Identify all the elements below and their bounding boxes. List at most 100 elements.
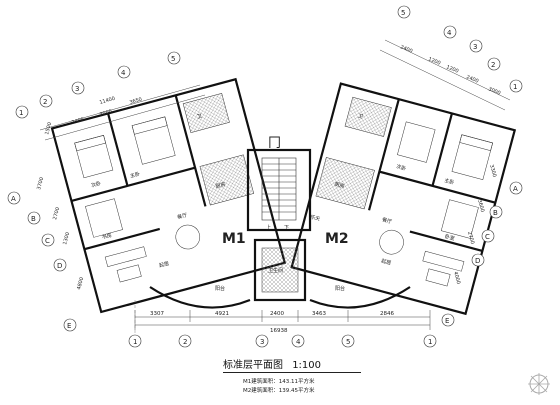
room-label: 厨房 xyxy=(334,181,345,190)
left-side-dims: 3700 2700 1300 4800 xyxy=(36,177,85,291)
bed-icon xyxy=(397,121,436,163)
axis-label: 1 xyxy=(133,338,137,346)
dimension-label: 2400 xyxy=(399,44,413,54)
right-axis-bubbles: A B C D E xyxy=(441,181,523,327)
left-balcony-wall xyxy=(149,286,251,309)
dimension-label: 2400 xyxy=(71,117,85,126)
bed-icon xyxy=(85,198,123,238)
top-left-dims: 11400 3650 3000 2400 1500 xyxy=(39,84,206,141)
dimension-label: 3600 xyxy=(476,199,485,213)
area-m2: M2建筑面积：139.45平方米 xyxy=(243,388,315,394)
dimension-label: 3000 xyxy=(487,86,501,96)
axis-bubble xyxy=(291,334,305,348)
top-right-axis-bubbles: 5 4 3 2 1 xyxy=(397,5,523,93)
room-label: 次卧 xyxy=(395,163,406,172)
axis-label: 5 xyxy=(171,55,175,63)
scale-text: 1:100 xyxy=(292,360,322,371)
axis-label: 1 xyxy=(19,109,23,117)
dimension-label: 1500 xyxy=(44,122,53,136)
left-partition-4 xyxy=(84,227,161,251)
dimension-label: 3650 xyxy=(129,97,143,106)
room-label: 次卧 xyxy=(90,180,101,189)
left-axis-bubbles: A B C D E xyxy=(7,191,77,332)
coffee-table-icon xyxy=(425,268,451,287)
dimension-label: 4000 xyxy=(452,271,461,285)
axis-label: 5 xyxy=(346,338,350,346)
center-core: 上 下 冂 卫生间 xyxy=(246,136,312,302)
axis-label: 1 xyxy=(513,83,517,91)
room-label: 卧室 xyxy=(444,233,455,242)
axis-bubble xyxy=(255,334,269,348)
stair-up-label: 上 xyxy=(266,224,271,231)
title-text: 标准层平面图 xyxy=(223,360,283,371)
dimension-label: 3000 xyxy=(99,109,113,118)
room-label: 阳台 xyxy=(215,285,225,292)
lower-core-wall xyxy=(253,238,307,302)
dimension-label: 2700 xyxy=(52,207,61,221)
pillow-icon xyxy=(459,134,493,152)
right-partition-3 xyxy=(367,98,400,211)
unit-label-m2: M2 xyxy=(325,231,349,247)
axis-label: C xyxy=(45,237,50,245)
kitchen-tile xyxy=(315,157,375,210)
axis-label: A xyxy=(11,195,16,203)
left-partition-2 xyxy=(107,113,129,187)
dining-table-icon xyxy=(379,229,404,255)
axis-label: 5 xyxy=(401,9,405,17)
room-label: 阳台 xyxy=(335,285,345,292)
dimension-label: 3700 xyxy=(36,177,45,191)
room-label: 卫生间 xyxy=(268,267,283,274)
toilet-tile xyxy=(261,247,299,293)
watermark-logo xyxy=(528,373,550,395)
room-label: 乐天 xyxy=(309,213,320,222)
dimension-label: 11400 xyxy=(99,96,116,106)
right-partition-2 xyxy=(431,113,453,187)
right-wing: 主卧 次卧 卧室 起居 餐厅 厨房 卫 乐天 xyxy=(290,82,517,316)
pillow-icon xyxy=(74,135,106,152)
top-left-axis-bubbles: 1 2 3 4 5 xyxy=(15,51,181,119)
axis-label: A xyxy=(513,185,518,193)
room-label: 卫 xyxy=(196,113,202,120)
stair-core-wall xyxy=(246,148,312,232)
sofa-icon xyxy=(422,250,465,272)
axis-label: E xyxy=(445,317,449,325)
left-partition-1 xyxy=(71,166,196,202)
room-label: 卫 xyxy=(357,113,363,120)
room-label: 主卧 xyxy=(443,177,454,186)
axis-label: 4 xyxy=(447,29,452,37)
axis-label: 3 xyxy=(75,85,79,93)
dimension-label: 3307 xyxy=(150,311,164,317)
pillow-icon xyxy=(131,116,168,135)
axis-label: 2 xyxy=(183,338,187,346)
stair-down-label: 下 xyxy=(284,225,289,231)
dimension-label: 4921 xyxy=(215,311,229,317)
axis-label: 2 xyxy=(491,61,495,69)
axis-label: 3 xyxy=(473,43,477,51)
right-partition-1 xyxy=(379,170,496,204)
bath-tile xyxy=(344,96,392,137)
bed-icon xyxy=(440,199,479,239)
bottom-axis-bubbles: 1 2 3 4 5 1 xyxy=(128,300,437,348)
dimension-label: 1300 xyxy=(62,232,71,246)
axis-bubble xyxy=(341,334,355,348)
dimension-label: 2400 xyxy=(465,74,479,84)
right-side-dims: 3300 3600 2700 4000 xyxy=(452,164,497,285)
room-label: 起居 xyxy=(381,258,392,266)
axis-label: 4 xyxy=(121,69,126,77)
stair-mark: 冂 xyxy=(268,136,281,151)
axis-label: C xyxy=(485,233,490,241)
bottom-dimension-chain: 3307 4921 2400 3463 2846 16938 xyxy=(134,310,431,334)
axis-label: 4 xyxy=(296,338,301,346)
left-wing: 主卧 次卧 书房 起居 餐厅 厨房 卫 xyxy=(50,77,287,314)
right-balcony-wall xyxy=(309,286,411,309)
dimension-label: 4800 xyxy=(76,277,85,291)
dimension-label: 3463 xyxy=(312,311,326,317)
axis-label: B xyxy=(493,209,498,217)
unit-label-m1: M1 xyxy=(222,231,246,247)
kitchen-tile xyxy=(199,154,255,206)
total-dimension-label: 16938 xyxy=(270,328,288,334)
dimension-label: 3300 xyxy=(488,164,497,178)
axis-label: 3 xyxy=(260,338,264,346)
axis-label: 1 xyxy=(428,338,432,346)
